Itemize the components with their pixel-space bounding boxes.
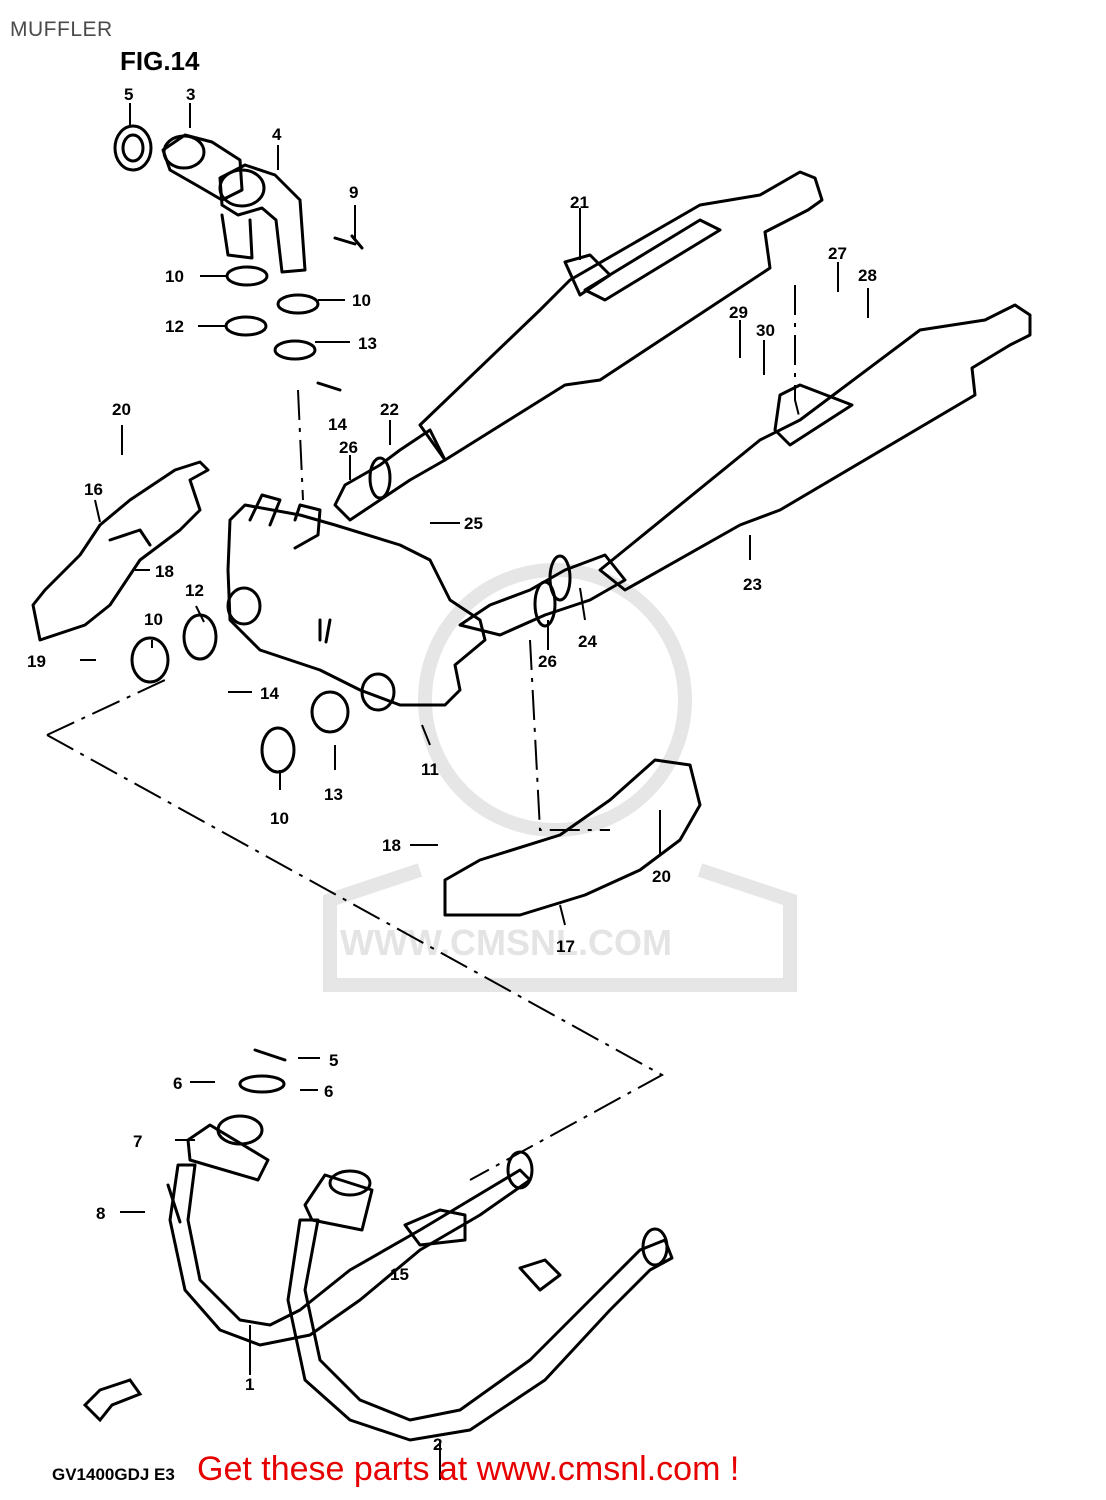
callout-label: 12 — [185, 581, 204, 600]
callout-label: 10 — [270, 809, 289, 828]
callout-label: 18 — [155, 562, 174, 581]
callout-label: 4 — [272, 125, 282, 144]
front-muffler-part — [418, 170, 824, 462]
callout-label: 8 — [96, 1204, 105, 1223]
callout-label: 1 — [245, 1375, 254, 1394]
gasket-part — [113, 124, 153, 172]
callout-label: 17 — [556, 937, 575, 956]
callout-label: 15 — [390, 1265, 409, 1284]
callout-label: 5 — [124, 85, 133, 104]
callout-label: 14 — [260, 684, 279, 703]
watermark-text: WWW.CMSNL.COM — [340, 922, 672, 963]
callout-label: 10 — [144, 610, 163, 629]
front-direction-arrow-icon — [82, 1378, 143, 1423]
callout-label: 29 — [729, 303, 748, 322]
collar-part — [225, 265, 269, 287]
callout-label: 14 — [328, 415, 347, 434]
callout-label: 21 — [570, 193, 589, 212]
rear-exhaust-connector-part — [218, 163, 307, 274]
callout-label: 6 — [173, 1074, 182, 1093]
callout-label: 9 — [349, 183, 358, 202]
callout-label: 19 — [27, 652, 46, 671]
callout-label: 11 — [421, 760, 439, 779]
cta-link[interactable]: Get these parts at www.cmsnl.com ! — [197, 1450, 740, 1488]
callout-label: 6 — [324, 1082, 333, 1101]
heat-shield-part — [443, 758, 702, 917]
callout-label: 22 — [380, 400, 399, 419]
callout-label: 28 — [858, 266, 877, 285]
link-pipe-part — [458, 553, 627, 637]
callout-label: 13 — [324, 785, 343, 804]
exhaust-chamber-part — [226, 503, 487, 707]
callout-label: 24 — [578, 632, 597, 651]
page-title: MUFFLER — [10, 18, 113, 41]
bolt-part — [333, 234, 364, 250]
callout-label: 10 — [352, 291, 371, 310]
callout-label: 10 — [165, 267, 184, 286]
callout-label: 27 — [828, 244, 847, 263]
exhaust-pipe-part — [286, 1218, 674, 1442]
exhaust-pipe-part — [168, 1163, 532, 1347]
callout-label: 26 — [339, 438, 358, 457]
callout-label: 16 — [84, 480, 103, 499]
callout-label: 23 — [743, 575, 762, 594]
heat-shield-part — [31, 460, 210, 642]
callout-label: 25 — [464, 514, 483, 533]
rear-muffler-part — [598, 303, 1032, 592]
callout-label: 26 — [538, 652, 557, 671]
callout-label: 5 — [329, 1051, 338, 1070]
callout-label: 30 — [756, 321, 775, 340]
callout-label: 7 — [133, 1132, 142, 1151]
model-code: GV1400GDJ E3 — [52, 1465, 175, 1484]
figure-label: FIG.14 — [120, 46, 200, 76]
callout-label: 2 — [433, 1435, 442, 1454]
callout-label: 13 — [358, 334, 377, 353]
callout-label: 20 — [652, 867, 671, 886]
callout-label: 12 — [165, 317, 184, 336]
callout-label: 18 — [382, 836, 401, 855]
clamp-part — [224, 315, 268, 337]
callout-label: 20 — [112, 400, 131, 419]
callout-label: 3 — [186, 85, 195, 104]
link-pipe-part — [333, 428, 447, 522]
